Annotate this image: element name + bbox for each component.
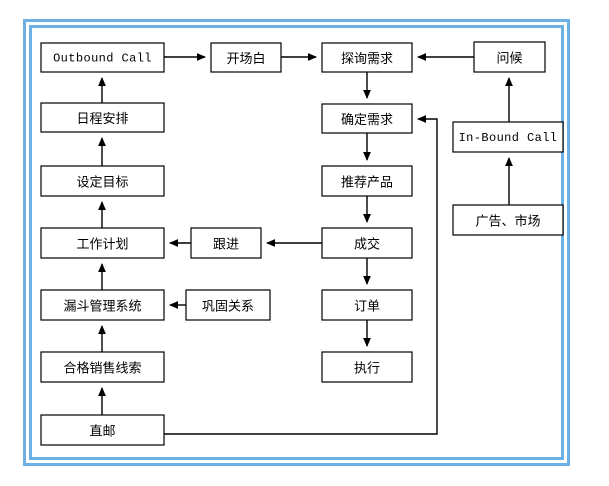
node-box-schedule (40, 102, 165, 133)
node-box-confirm_needs (321, 103, 413, 134)
node-box-recommend (321, 165, 413, 197)
node-execute[interactable]: 执行 (321, 351, 413, 383)
node-box-set_goals (40, 165, 165, 197)
node-label-order: 订单 (354, 299, 380, 314)
node-label-execute: 执行 (354, 361, 380, 376)
node-box-inbound_call (452, 121, 564, 153)
node-label-work_plan: 工作计划 (76, 237, 128, 252)
node-label-recommend: 推荐产品 (341, 175, 393, 190)
node-label-confirm_needs: 确定需求 (341, 112, 393, 127)
node-label-inbound_call: In-Bound Call (459, 131, 558, 145)
node-confirm_needs[interactable]: 确定需求 (321, 103, 413, 134)
node-box-work_plan (40, 227, 165, 259)
node-box-follow_up (190, 227, 262, 259)
node-box-greeting (473, 41, 546, 73)
node-label-greeting: 问候 (496, 51, 522, 66)
node-box-qualified_lead (40, 351, 165, 383)
node-box-ads_market (452, 204, 564, 236)
node-label-qualified_lead: 合格销售线索 (63, 361, 141, 376)
node-order[interactable]: 订单 (321, 289, 413, 321)
node-deal_closed[interactable]: 成交 (321, 227, 413, 259)
node-box-funnel_system (40, 289, 165, 321)
node-label-funnel_system: 漏斗管理系统 (63, 299, 141, 314)
node-box-deal_closed (321, 227, 413, 259)
node-label-direct_mail: 直邮 (89, 424, 115, 439)
node-recommend[interactable]: 推荐产品 (321, 165, 413, 197)
node-schedule[interactable]: 日程安排 (40, 102, 165, 133)
node-label-opening: 开场白 (226, 51, 265, 66)
node-box-order (321, 289, 413, 321)
node-label-set_goals: 设定目标 (76, 175, 128, 190)
node-box-consolidate (185, 289, 271, 321)
node-outbound_call[interactable]: Outbound Call (40, 42, 165, 73)
node-box-outbound_call (40, 42, 165, 73)
node-label-follow_up: 跟进 (213, 237, 239, 252)
node-box-direct_mail (40, 414, 165, 446)
node-explore_needs[interactable]: 探询需求 (321, 42, 413, 73)
node-greeting[interactable]: 问候 (473, 41, 546, 73)
node-box-execute (321, 351, 413, 383)
decorative-frame-outer (23, 19, 570, 466)
node-funnel_system[interactable]: 漏斗管理系统 (40, 289, 165, 321)
node-qualified_lead[interactable]: 合格销售线索 (40, 351, 165, 383)
edge-direct_mail-to-confirm_needs (164, 115, 438, 435)
node-follow_up[interactable]: 跟进 (190, 227, 262, 259)
node-label-ads_market: 广告、市场 (475, 214, 540, 229)
node-label-consolidate: 巩固关系 (202, 299, 254, 314)
node-box-opening (210, 42, 282, 73)
node-label-deal_closed: 成交 (354, 237, 380, 252)
node-box-explore_needs (321, 42, 413, 73)
node-ads_market[interactable]: 广告、市场 (452, 204, 564, 236)
node-consolidate[interactable]: 巩固关系 (185, 289, 271, 321)
node-work_plan[interactable]: 工作计划 (40, 227, 165, 259)
node-label-outbound_call: Outbound Call (53, 52, 152, 66)
node-set_goals[interactable]: 设定目标 (40, 165, 165, 197)
node-opening[interactable]: 开场白 (210, 42, 282, 73)
node-label-explore_needs: 探询需求 (341, 51, 393, 66)
edge-layer (98, 53, 513, 435)
node-inbound_call[interactable]: In-Bound Call (452, 121, 564, 153)
node-direct_mail[interactable]: 直邮 (40, 414, 165, 446)
node-label-schedule: 日程安排 (76, 111, 128, 126)
